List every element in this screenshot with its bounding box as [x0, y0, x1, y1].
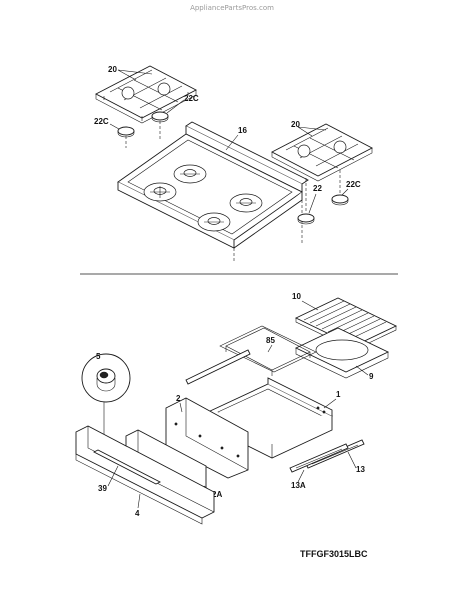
drawer-front-panel[interactable]: [75, 425, 215, 525]
callout-broiler-pan: 10: [292, 292, 301, 301]
grate-pad-right-b[interactable]: [331, 194, 349, 206]
grate-pad-left-a[interactable]: [117, 126, 135, 138]
callout-pad-left-b: 22C: [184, 94, 199, 103]
cooktop-main-top[interactable]: [117, 121, 309, 249]
callout-grate-left: 20: [108, 65, 117, 74]
callout-rail-left: 13A: [291, 481, 306, 490]
grate-pad-left-b[interactable]: [151, 111, 169, 123]
callout-grate-right: 20: [291, 120, 300, 129]
callout-drawer-front: 39: [98, 484, 107, 493]
callout-pad-right-b: 22C: [346, 180, 361, 189]
callout-rail-right: 13: [356, 465, 365, 474]
callout-pad-right-a: 22: [313, 184, 322, 193]
watermark-text: AppliancePartsPros.com: [190, 4, 274, 12]
burner-grate-right[interactable]: [271, 123, 373, 182]
callout-drawer-liner: 1: [336, 390, 341, 399]
callout-cooktop: 16: [238, 126, 247, 135]
drawer-liner-box[interactable]: [206, 377, 334, 459]
callout-broiler-tray: 9: [369, 372, 374, 381]
callout-knob: 5: [96, 352, 101, 361]
grate-pad-right-a[interactable]: [297, 213, 315, 225]
callout-side-panel: 2: [176, 394, 181, 403]
drawer-rail-upper-left[interactable]: [185, 349, 251, 385]
callout-pad-left-a: 22C: [94, 117, 109, 126]
callout-drawer-panel: 4: [135, 509, 140, 518]
pan-support-frame[interactable]: [219, 325, 317, 376]
drawer-rail-left[interactable]: [289, 443, 349, 473]
callout-inner-panel: 2A: [212, 490, 222, 499]
broiler-tray[interactable]: [294, 327, 390, 379]
model-number: TFFGF3015LBC: [300, 549, 368, 559]
burner-grate-left[interactable]: [95, 65, 197, 124]
callout-pan-support: 85: [266, 336, 275, 345]
control-knob-detail[interactable]: [81, 353, 131, 403]
